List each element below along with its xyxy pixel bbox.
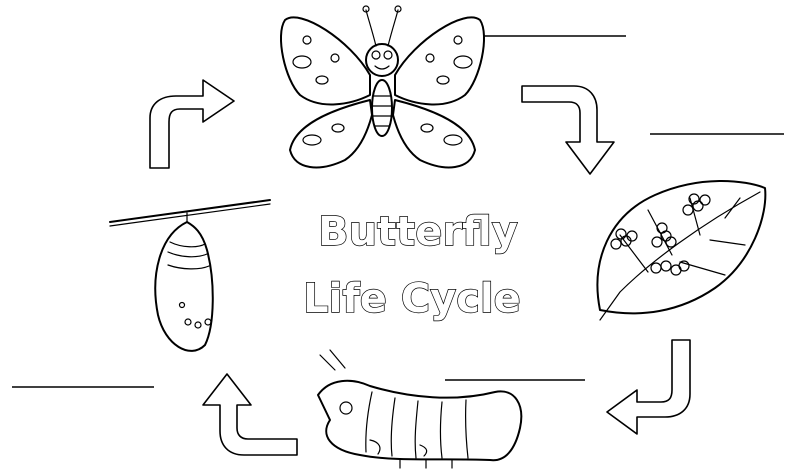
arrow-adult-to-egg <box>522 86 614 174</box>
title-line-2: Life Cycle <box>303 276 521 322</box>
caterpillar-icon <box>318 350 521 468</box>
leaf-with-eggs-icon <box>597 181 765 320</box>
arrow-pupa-to-adult <box>150 80 234 168</box>
chrysalis-icon <box>110 192 272 352</box>
arrow-larva-to-pupa <box>203 374 297 455</box>
title-line-1: Butterfly <box>318 209 518 255</box>
arrow-egg-to-larva <box>607 340 690 434</box>
butterfly-icon <box>281 6 484 167</box>
